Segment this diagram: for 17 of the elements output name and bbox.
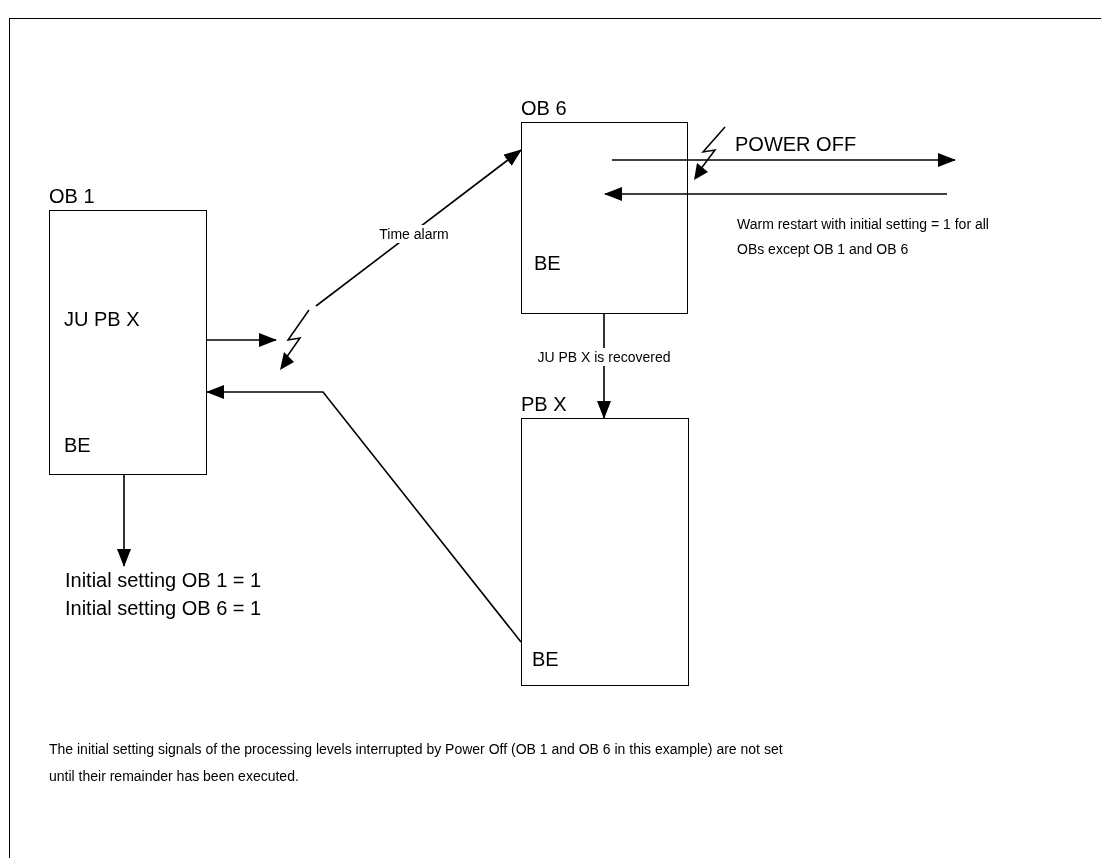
arrow (117, 474, 131, 567)
annotation: Initial setting OB 6 = 1 (65, 596, 263, 621)
arrow (315, 149, 522, 307)
block-title: OB 6 (521, 96, 567, 120)
block-instruction: BE (64, 433, 91, 457)
block-title: OB 1 (49, 184, 95, 208)
annotation: Initial setting OB 1 = 1 (65, 568, 263, 593)
block-instruction: BE (532, 647, 559, 671)
arrow (206, 385, 522, 643)
arrow (604, 187, 948, 201)
block-instruction: BE (534, 251, 561, 275)
block-title: PB X (521, 392, 567, 416)
block-instruction: JU PB X (64, 307, 140, 331)
note-text: The initial setting signals of the processing levels interrupted by Power Off (OB 1 and OB 6 in this example) are not set until their remainder has been executed. (49, 740, 784, 786)
note-text: Warm restart with initial setting = 1 for all OBs except OB 1 and OB 6 (737, 215, 990, 259)
edge-label: POWER OFF (735, 132, 857, 156)
arrow (206, 333, 277, 347)
